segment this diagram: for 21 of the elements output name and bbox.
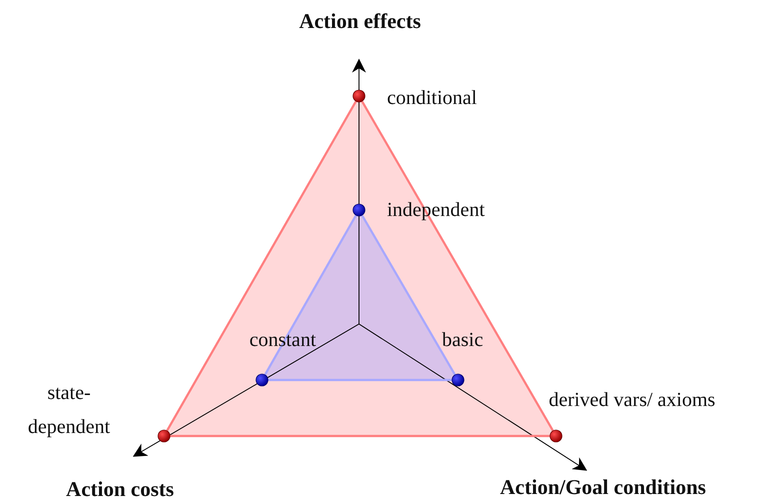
triangle-side	[170, 434, 550, 438]
point-label: derived vars/ axioms	[548, 388, 716, 413]
point-marker	[352, 90, 366, 102]
point-label: conditional	[387, 86, 477, 111]
triangle-side	[361, 100, 554, 432]
axis-title: Action costs	[66, 476, 174, 502]
triangle-side	[264, 214, 357, 376]
point-marker	[158, 430, 170, 442]
point-label: basic	[442, 328, 484, 353]
point-label: independent	[387, 198, 485, 223]
axis-title: Action effects	[299, 8, 421, 34]
point-marker	[550, 430, 562, 442]
point-marker	[352, 204, 366, 216]
point-marker	[256, 374, 268, 386]
point-marker	[452, 374, 464, 386]
point-label: constant	[248, 328, 316, 353]
triangle-side	[166, 100, 357, 432]
triangle-side	[361, 214, 456, 376]
triangle-side	[268, 378, 452, 382]
axis-title: Action/Goal conditions	[500, 474, 706, 500]
point-label: state-dependent	[26, 381, 112, 440]
